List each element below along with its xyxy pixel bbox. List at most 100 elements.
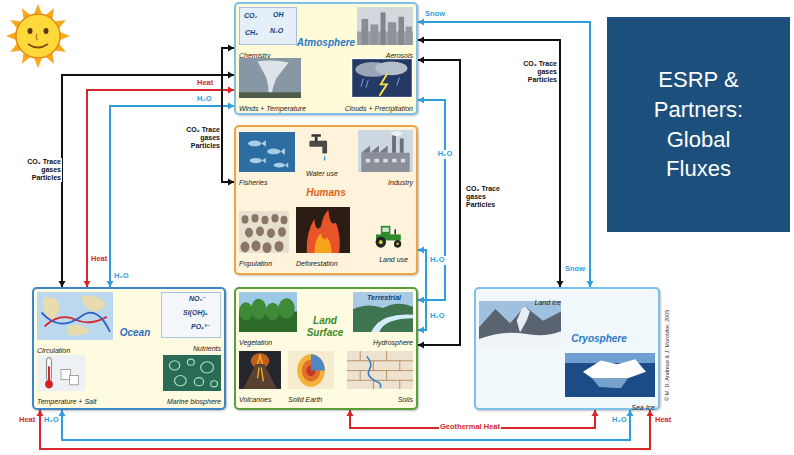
tile-picture	[239, 132, 295, 172]
tile-caption: Volcanoes	[239, 395, 271, 404]
photo-tile: CO₂OHCH₄N₂OChemistry	[239, 7, 297, 54]
photo-tile: Vegetation	[239, 292, 297, 341]
tile-caption: Industry	[388, 178, 413, 187]
tile-illustration	[239, 58, 301, 98]
tile-picture	[37, 355, 85, 391]
caption-line: Winds + Temperature	[239, 98, 307, 107]
flux-line	[222, 48, 234, 182]
tile-illustration	[239, 132, 295, 172]
flux-connector	[418, 57, 460, 349]
caption-line: Nutrients	[161, 338, 221, 347]
tile-illustration	[479, 301, 561, 347]
flux-label: H₂O	[113, 272, 130, 281]
system-box: AtmosphereCO₂OHCH₄N₂OChemistryAerosolsWi…	[234, 2, 418, 115]
tile-picture	[239, 58, 301, 98]
caption-line: Water use	[306, 163, 340, 172]
tile-caption: Vegetation	[239, 338, 272, 347]
tile-picture: Terrestrial	[353, 292, 413, 332]
tile-illustration	[358, 130, 413, 172]
flux-label: Geothermal Heat	[439, 423, 501, 432]
tile-picture	[565, 353, 655, 397]
flux-label: CO₂ Trace gases Particles	[173, 126, 221, 150]
photo-tile: Land ice	[479, 292, 561, 347]
tile-caption: Soils	[398, 395, 413, 404]
tile-illustration	[239, 351, 281, 389]
caption-line: Temperature + Salt	[37, 391, 98, 400]
tile-illustration	[163, 355, 221, 391]
formula-text: CH₄	[245, 29, 258, 36]
tile-picture	[239, 211, 289, 253]
tile-picture	[306, 133, 340, 163]
flux-connector	[418, 97, 445, 304]
tile-illustration	[306, 133, 340, 163]
arrow-head	[418, 37, 424, 44]
flux-label: H₂O	[611, 416, 628, 425]
arrow-head	[418, 327, 424, 334]
arrow-head	[592, 410, 599, 416]
photo-tile: Population	[239, 211, 289, 262]
photo-tile: Deforestation	[296, 207, 350, 262]
tile-caption: Marine biosphere	[167, 397, 221, 406]
photo-tile: Volcanoes	[239, 351, 281, 398]
tile-illustration	[37, 355, 85, 391]
flux-connector	[222, 45, 234, 186]
flux-line	[87, 90, 234, 287]
tile-picture	[479, 301, 561, 347]
formula-text: CO₂	[244, 12, 257, 19]
flux-connector	[418, 19, 594, 288]
tile-picture: CO₂OHCH₄N₂O	[239, 7, 297, 45]
flux-line	[40, 410, 650, 449]
formula-text: N₂O	[270, 27, 283, 34]
arrow-head	[418, 97, 424, 104]
caption-line: Aerosols	[357, 45, 413, 54]
photo-tile: Temperature + Salt	[37, 355, 98, 400]
tile-picture	[347, 351, 413, 389]
box-title: Ocean	[114, 327, 156, 339]
flux-label: CO₂ Trace gases Particles	[465, 185, 513, 209]
tile-caption: Solid Earth	[288, 395, 322, 404]
flux-label: Snow	[424, 10, 446, 19]
tile-picture	[351, 58, 413, 98]
formula-text: PO₄³⁻	[191, 323, 210, 330]
arrow-head	[418, 57, 424, 64]
photo-tile: Solid Earth	[288, 351, 334, 398]
tile-caption: Temperature + Salt	[37, 397, 96, 406]
tile-picture	[358, 130, 413, 172]
tile-caption: Sea Ice	[631, 403, 655, 412]
flux-line	[62, 75, 234, 287]
flux-connector	[59, 410, 634, 440]
caption-line: Soils	[347, 389, 413, 398]
flux-connector	[418, 247, 426, 334]
photo-tile: NO₃⁻Si(OH)₄PO₄³⁻Nutrients	[161, 292, 221, 347]
tile-caption: Winds + Temperature	[239, 104, 306, 113]
tile-illustration	[239, 292, 297, 332]
caption-line: Circulation	[37, 340, 113, 349]
box-title: Atmosphere	[294, 37, 358, 49]
caption-line: Clouds + Precipitation	[343, 98, 413, 107]
tile-picture	[296, 207, 350, 253]
arrow-head	[418, 19, 424, 26]
flux-connector	[37, 410, 654, 449]
tile-picture: NO₃⁻Si(OH)₄PO₄³⁻	[161, 292, 221, 338]
photo-tile: Circulation	[37, 292, 113, 349]
tile-illustration	[239, 211, 289, 253]
flux-label: CO₂ Trace gases Particles	[14, 158, 62, 182]
caption-line: Solid Earth	[288, 389, 334, 398]
tile-caption: Deforestation	[296, 259, 338, 268]
caption-line: Marine biosphere	[163, 391, 221, 400]
flux-label: Heat	[196, 79, 214, 88]
box-title: Cryosphere	[568, 333, 630, 345]
photo-tile: Winds + Temperature	[239, 58, 307, 107]
photo-tile: Aerosols	[357, 7, 413, 54]
tile-caption: Circulation	[37, 346, 70, 355]
arrow-head	[418, 247, 424, 254]
box-title: Land Surface	[300, 315, 350, 338]
caption-line: Hydrosphere	[353, 332, 413, 341]
tile-illustration	[565, 353, 655, 397]
tile-illustration	[357, 7, 413, 45]
arrow-head	[418, 342, 424, 349]
tile-caption: Water use	[306, 169, 338, 178]
tile-picture	[37, 292, 113, 340]
system-box: HumansFisheriesWater useIndustryPopulati…	[234, 125, 418, 275]
